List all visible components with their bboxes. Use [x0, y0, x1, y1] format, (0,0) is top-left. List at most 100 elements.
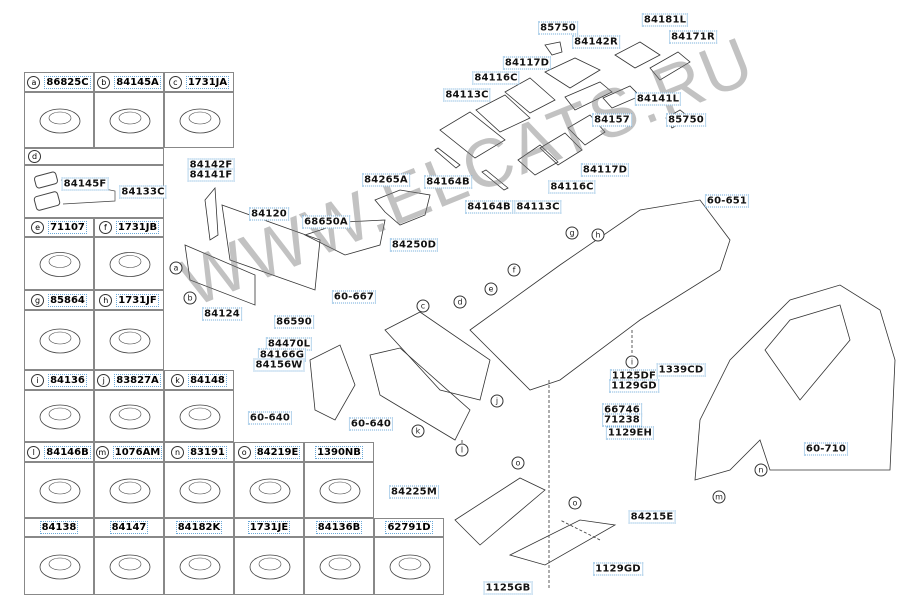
part-callout-label[interactable]: 84156W — [253, 358, 305, 372]
part-callout-label[interactable]: 1129GD — [609, 379, 659, 393]
legend-letter: o — [237, 445, 251, 459]
part-icon — [39, 328, 81, 354]
legend-letter: f — [98, 221, 112, 234]
reference-marker: e — [484, 282, 498, 296]
legend-cell-body — [94, 310, 164, 370]
reference-marker: h — [591, 228, 605, 242]
part-callout-label[interactable]: 84141F — [187, 168, 235, 182]
legend-part-number: 84148 — [188, 373, 227, 387]
part-callout-label[interactable]: 84120 — [249, 207, 289, 221]
legend-part-number: 1390NB — [315, 445, 363, 459]
legend-letter: e — [31, 221, 45, 234]
part-callout-label[interactable]: 84117D — [502, 56, 552, 70]
part-icon — [109, 404, 151, 430]
part-callout-label[interactable]: 68650A — [302, 215, 350, 229]
legend-cell-body — [24, 237, 94, 290]
part-callout-label[interactable]: 60-640 — [348, 417, 394, 431]
reference-marker: g — [565, 226, 579, 240]
legend-cell-body — [374, 537, 444, 595]
part-callout-label[interactable]: 86590 — [274, 315, 314, 329]
part-callout-label[interactable]: 1129GD — [593, 562, 643, 576]
part-icon — [179, 554, 221, 580]
reference-marker: d — [453, 295, 467, 309]
part-icon — [249, 478, 291, 504]
part-callout-label[interactable]: 84171R — [669, 30, 717, 44]
part-callout-label[interactable]: 60-651 — [704, 194, 750, 208]
part-callout-label[interactable]: 60-640 — [247, 411, 293, 425]
part-callout-label[interactable]: 60-710 — [803, 442, 849, 456]
part-callout-label[interactable]: 1125GB — [483, 581, 533, 595]
legend-part-number: 84136 — [48, 373, 87, 387]
part-callout-label[interactable]: 84124 — [202, 307, 242, 321]
legend-cell-header: 62791D — [374, 518, 444, 537]
legend-subpart-number: 84133C — [119, 185, 167, 199]
reference-marker: j — [490, 394, 504, 408]
part-callout-label[interactable]: 84113C — [514, 200, 562, 214]
part-icon — [39, 108, 81, 134]
legend-letter: c — [168, 75, 182, 89]
legend-part-number: 84145A — [114, 75, 161, 89]
part-callout-label[interactable]: 84117D — [580, 163, 630, 177]
part-callout-label[interactable]: 84157 — [592, 113, 632, 127]
part-callout-label[interactable]: 85750 — [538, 21, 578, 35]
legend-cell-header: 84182K — [164, 518, 234, 537]
part-callout-label[interactable]: 84215E — [628, 510, 676, 524]
legend-part-number: 62791D — [385, 521, 433, 534]
part-callout-label[interactable]: 84166G — [257, 348, 307, 362]
part-icon — [389, 554, 431, 580]
reference-marker: o — [568, 496, 582, 510]
reference-marker: b — [183, 291, 197, 305]
part-callout-label[interactable]: 84116C — [548, 180, 596, 194]
part-callout-label[interactable]: 60-667 — [331, 290, 377, 304]
part-callout-label[interactable]: 84141L — [634, 92, 682, 106]
part-callout-label[interactable]: 84116C — [472, 71, 520, 85]
legend-cell-body — [164, 537, 234, 595]
under-covers — [454, 477, 617, 566]
part-callout-label[interactable]: 84250D — [389, 238, 439, 252]
part-icon — [109, 252, 151, 277]
legend-part-number: 1731JB — [115, 221, 160, 234]
legend-letter: i — [31, 373, 45, 387]
legend-part-number: 84136B — [315, 521, 363, 534]
part-icon — [109, 108, 151, 134]
part-icon — [39, 252, 81, 277]
body-side-outline — [694, 284, 896, 481]
part-callout-label[interactable]: 85750 — [666, 113, 706, 127]
part-callout-label[interactable]: 84113C — [443, 88, 491, 102]
part-callout-label[interactable]: 84164B — [465, 200, 513, 214]
part-callout-label[interactable]: 1339CD — [656, 363, 706, 377]
legend-cell-body — [24, 92, 94, 148]
reference-marker: c — [416, 299, 430, 313]
legend-part-number: 85864 — [48, 293, 87, 307]
legend-part-number: 84219E — [254, 445, 301, 459]
reference-marker: m — [712, 490, 726, 504]
legend-letter: g — [31, 293, 45, 307]
legend-subpart-number: 84145F — [61, 177, 109, 191]
legend-cell-header: 84147 — [94, 518, 164, 537]
part-icon — [179, 404, 221, 430]
part-callout-label[interactable]: 84265A — [362, 173, 410, 187]
legend-cell-body — [234, 537, 304, 595]
legend-cell-body — [164, 92, 234, 148]
legend-cell-body — [94, 92, 164, 148]
part-callout-label[interactable]: 84225M — [389, 485, 439, 499]
part-icon — [319, 478, 361, 504]
part-callout-label[interactable]: 1129EH — [605, 426, 655, 440]
part-callout-label[interactable]: 84142R — [572, 35, 620, 49]
legend-letter: m — [95, 445, 109, 459]
part-callout-label[interactable]: 84164B — [424, 175, 472, 189]
legend-part-number: 84182K — [175, 521, 223, 534]
reference-marker: o — [511, 456, 525, 470]
part-callout-label[interactable]: 71238 — [602, 413, 642, 427]
part-icon — [179, 478, 221, 504]
legend-part-number: 83827A — [114, 373, 161, 387]
part-icon — [109, 328, 151, 354]
legend-cell-body — [24, 462, 94, 518]
part-callout-label[interactable]: 84181L — [641, 13, 689, 27]
reference-marker: l — [455, 443, 469, 457]
